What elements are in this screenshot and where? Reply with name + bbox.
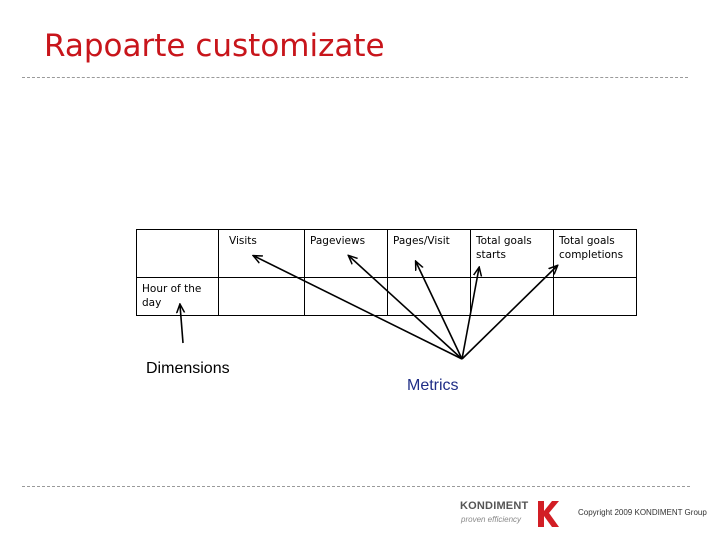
header-total-goals-completions: Total goals completions	[553, 229, 637, 278]
table-cell	[218, 276, 305, 317]
table-row: Hour of the day	[136, 276, 637, 317]
metrics-label: Metrics	[407, 377, 459, 394]
logo-wordmark: KONDIMENT	[460, 500, 529, 512]
arrow-metrics-to-pageviews	[349, 256, 463, 360]
table-cell	[304, 276, 388, 317]
logo-tagline: proven efficiency	[461, 515, 522, 524]
arrow-dimensions-to-hour	[180, 305, 183, 344]
row-label-hour-of-day: Hour of the day	[136, 276, 219, 317]
arrow-metrics-to-goals-completions	[461, 266, 557, 360]
top-divider	[22, 77, 688, 78]
dimensions-label: Dimensions	[146, 360, 230, 377]
slide-title: Rapoarte customizate	[44, 28, 385, 64]
arrow-metrics-to-pages-per-visit	[416, 262, 463, 360]
table-cell	[387, 276, 471, 317]
arrow-metrics-to-goals-starts	[461, 268, 479, 360]
header-pages-per-visit: Pages/Visit	[387, 229, 471, 278]
header-pageviews: Pageviews	[304, 229, 388, 278]
kondiment-logo: KONDIMENT proven efficiency	[460, 499, 560, 529]
arrow-metrics-to-visits	[254, 256, 463, 360]
report-table: Visits Pageviews Pages/Visit Total goals…	[136, 229, 637, 317]
table-corner-cell	[136, 229, 219, 278]
table-cell	[553, 276, 637, 317]
k-logo-icon	[538, 501, 559, 527]
header-visits: Visits	[218, 229, 305, 278]
table-header-row: Visits Pageviews Pages/Visit Total goals…	[136, 229, 637, 278]
bottom-divider	[22, 486, 690, 487]
copyright-text: Copyright 2009 KONDIMENT Group	[578, 508, 707, 517]
